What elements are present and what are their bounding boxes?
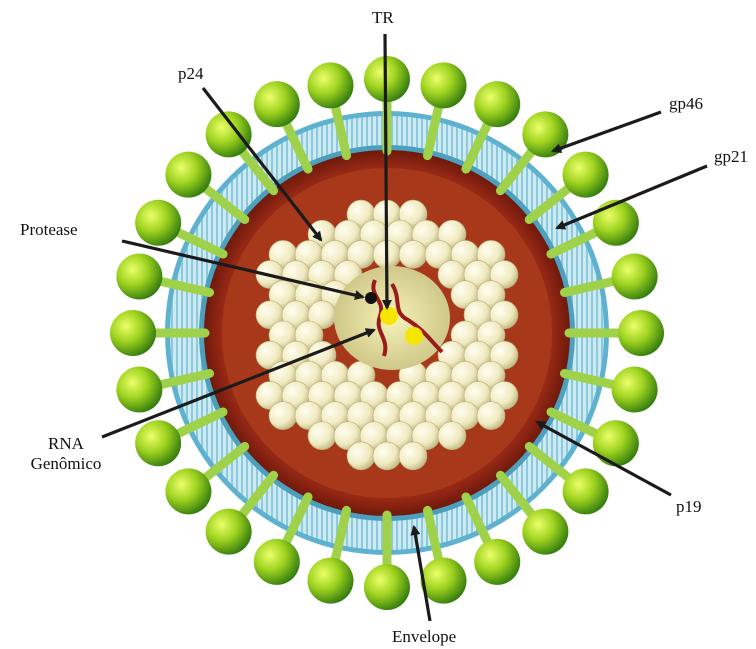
label-protease: Protease (20, 220, 78, 240)
label-rna-line2: Genômico (24, 454, 108, 474)
gp46-knob (421, 62, 467, 108)
reverse-transcriptase-dot (380, 307, 398, 325)
arrow-gp46 (553, 112, 661, 151)
protease-dot (365, 292, 377, 304)
label-gp46: gp46 (669, 94, 703, 114)
gp46-knob (522, 509, 568, 555)
gp46-knob (307, 62, 353, 108)
gp46-knob (135, 420, 181, 466)
gp46-knob (165, 152, 211, 198)
capsid-protein-sphere (347, 442, 375, 470)
arrow-tr (385, 34, 387, 308)
capsid-protein-sphere (477, 402, 505, 430)
gp46-knob (254, 539, 300, 585)
gp46-knob (206, 111, 252, 157)
gp46-knob (206, 509, 252, 555)
gp46-knob (135, 200, 181, 246)
label-envelope: Envelope (392, 627, 456, 647)
label-rna-line1: RNA (38, 434, 94, 454)
gp46-knob (364, 564, 410, 610)
gp46-knob (116, 367, 162, 413)
gp46-knob (612, 253, 658, 299)
label-p24: p24 (178, 64, 204, 84)
capsid-protein-sphere (399, 240, 427, 268)
gp46-knob (110, 310, 156, 356)
label-gp21: gp21 (714, 147, 748, 167)
gp46-knob (254, 81, 300, 127)
label-tr: TR (372, 8, 394, 28)
capsid-protein-sphere (399, 442, 427, 470)
label-p19: p19 (676, 497, 702, 517)
gp46-knob (522, 111, 568, 157)
gp46-knob (612, 367, 658, 413)
gp46-knob (563, 468, 609, 514)
enzyme-dot (405, 327, 423, 345)
gp46-knob (593, 420, 639, 466)
gp46-knob (116, 253, 162, 299)
gp46-knob (618, 310, 664, 356)
gp46-knob (307, 558, 353, 604)
gp46-knob (563, 152, 609, 198)
gp46-knob (474, 81, 520, 127)
capsid-protein-sphere (269, 402, 297, 430)
capsid-protein-sphere (438, 422, 466, 450)
capsid-protein-sphere (373, 442, 401, 470)
gp46-knob (593, 200, 639, 246)
gp46-knob (474, 539, 520, 585)
capsid-protein-sphere (308, 422, 336, 450)
gp46-knob (165, 468, 211, 514)
